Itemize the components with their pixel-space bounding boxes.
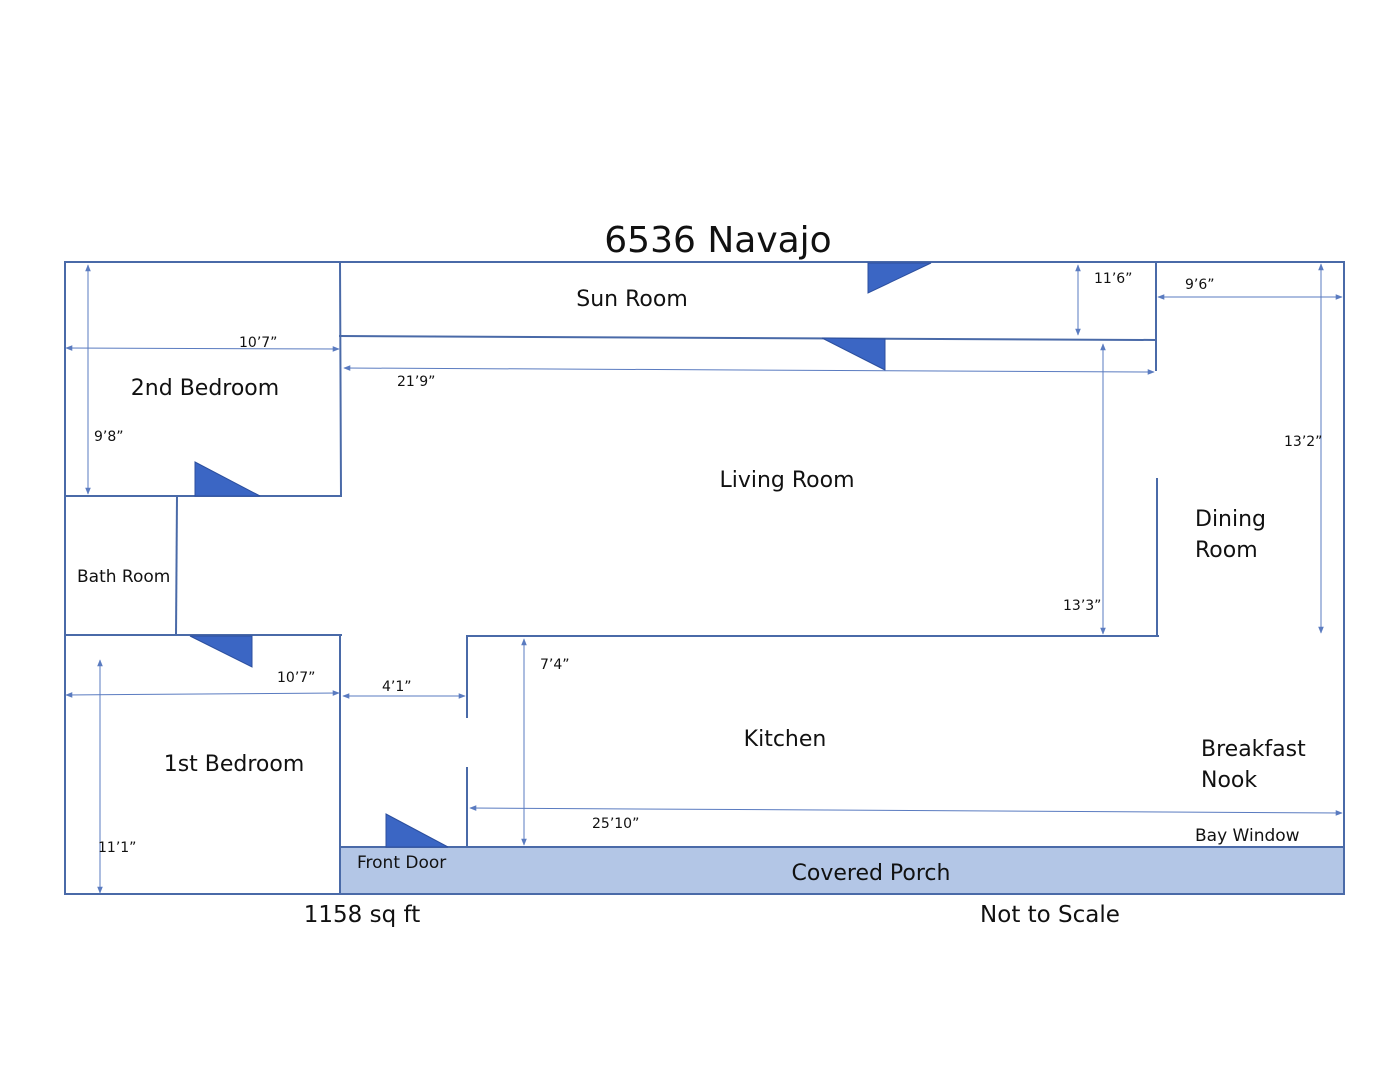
living-depth-label: 13’3” <box>1063 598 1101 614</box>
front-door-icon <box>385 813 449 848</box>
first-bedroom-width-label: 10’7” <box>277 670 315 686</box>
plan-title: 6536 Navajo <box>604 220 831 261</box>
bathroom-right-wall <box>174 494 179 637</box>
second-bedroom-depth-label: 9’8” <box>94 429 124 445</box>
dining-depth-label: 13’2” <box>1284 434 1322 450</box>
walls <box>64 260 1345 895</box>
breakfast-nook-label-line1: Breakfast <box>1201 737 1306 762</box>
second-bedroom-label: 2nd Bedroom <box>131 376 279 401</box>
first-bedroom-depth-label: 11’1” <box>98 840 136 856</box>
kitchen-depth-label: 7’4” <box>540 657 570 673</box>
dining-room-label-line2: Room <box>1195 538 1258 563</box>
first-bedroom-label: 1st Bedroom <box>164 752 305 777</box>
bath-room-label: Bath Room <box>77 567 170 587</box>
dimension-labels: 10’7” 9’8” 11’6” 9’6” 21’9” 13’2” 13’3” … <box>94 271 1322 856</box>
hall-width-label: 4’1” <box>382 679 412 695</box>
scale-note-label: Not to Scale <box>980 902 1120 928</box>
covered-porch-area <box>339 846 1345 895</box>
breakfast-nook-label-line2: Nook <box>1201 768 1257 793</box>
area-label: 1158 sq ft <box>304 902 420 928</box>
doors <box>189 262 932 848</box>
second-bedroom-right-wall <box>338 260 343 498</box>
sun-room-bottom-wall <box>338 334 1158 342</box>
kitchen-width-label: 25’10” <box>592 816 639 832</box>
sun-room-label: Sun Room <box>576 287 688 312</box>
front-door-label: Front Door <box>357 853 446 873</box>
covered-porch-label: Covered Porch <box>792 861 951 886</box>
sun-room-depth-label: 11’6” <box>1094 271 1132 287</box>
dining-room-label-line1: Dining <box>1195 507 1266 532</box>
dimension-lines <box>65 263 1343 894</box>
first-bedroom-width-line <box>65 690 340 698</box>
room-labels: Sun Room 2nd Bedroom Living Room Dining … <box>77 287 1306 886</box>
sun-room-door-icon <box>867 262 932 294</box>
living-width-label: 21’9” <box>397 374 435 390</box>
bay-window-label: Bay Window <box>1195 826 1300 846</box>
living-width-line <box>343 365 1155 375</box>
second-bedroom-width-line <box>65 345 340 352</box>
second-bedroom-width-label: 10’7” <box>239 335 277 351</box>
living-room-label: Living Room <box>719 468 854 493</box>
kitchen-width-line <box>469 805 1343 816</box>
outer-wall <box>64 261 1345 895</box>
dining-width-label: 9’6” <box>1185 277 1215 293</box>
bathroom-door-icon <box>189 635 253 668</box>
second-bedroom-door-icon <box>194 461 261 497</box>
kitchen-label: Kitchen <box>744 727 827 752</box>
living-room-door-icon <box>821 337 886 371</box>
